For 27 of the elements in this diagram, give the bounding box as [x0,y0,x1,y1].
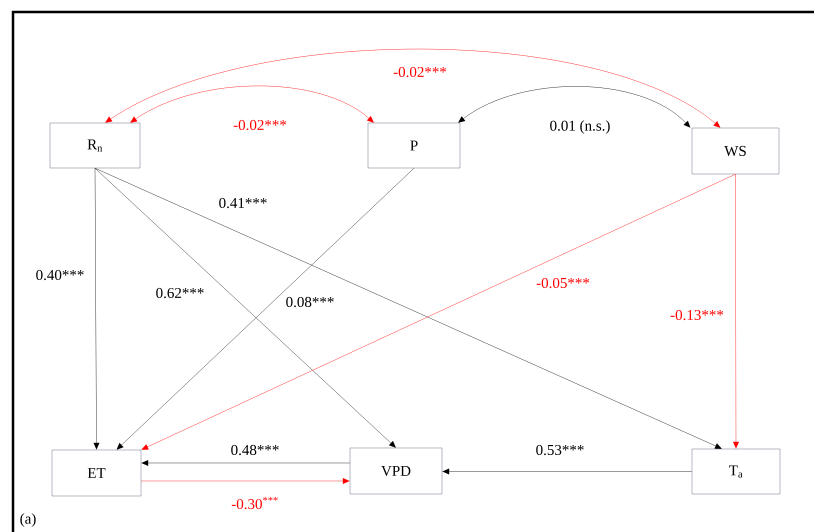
arrow [105,48,720,128]
edge-label: -0.30$^{***}$ [230,496,280,510]
arrow [130,86,374,123]
arrow [733,174,739,448]
arrow [458,86,690,128]
edge-label: 0.48*** [230,444,280,456]
edge-label: 0.62*** [154,286,206,300]
edge-label: 0.53*** [534,444,586,456]
edge-label: -0.02*** [392,66,448,78]
variable-box: R$_{n}$ [50,122,140,168]
edge-label: 0.01 (n.s.) [548,119,612,135]
arrow [142,460,350,466]
edge-label: -0.05*** [535,276,591,290]
edge-label: 0.41*** [218,196,268,210]
variable-box: P [368,122,460,168]
variable-box: T$_{a}$ [692,448,780,494]
arrow [442,468,692,474]
arrow [94,168,100,450]
variable-box: VPD [350,448,442,494]
variable-box: WS [692,128,780,174]
edge-label: 0.08*** [284,296,336,308]
variable-box: ET [52,450,142,496]
edge-label: 0.40*** [34,268,86,282]
panel-label: (a) [20,513,36,527]
edge-label: -0.02*** [232,118,288,132]
arrow [141,478,350,484]
edge-label: -0.13*** [669,308,725,322]
